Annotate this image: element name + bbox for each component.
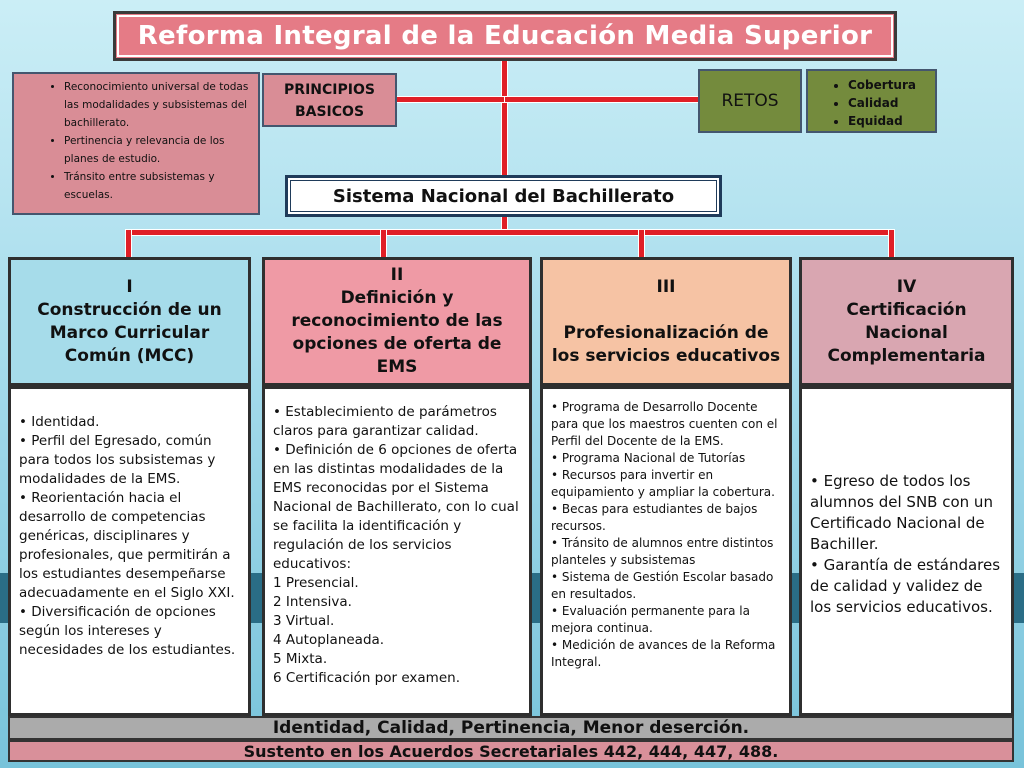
column-item: • Garantía de estándares de calidad y va… — [810, 556, 1001, 616]
snb-box: Sistema Nacional del Bachillerato — [285, 175, 722, 217]
column-item: • Identidad. — [19, 414, 100, 430]
column-body-1: • Identidad. • Perfil del Egresado, comú… — [8, 386, 251, 716]
footer-values: Identidad, Calidad, Pertinencia, Menor d… — [8, 716, 1014, 740]
reto-item: Calidad — [848, 94, 931, 112]
principios-label-line1: PRINCIPIOS — [284, 82, 375, 98]
column-title: Definición y reconocimiento de las opcio… — [291, 288, 503, 377]
column-title: Certificación Nacional Complementaria — [827, 299, 986, 366]
column-item: 5 Mixta. — [273, 651, 328, 667]
principios-label-line2: BASICOS — [294, 104, 365, 120]
column-head-3: III Profesionalización de los servicios … — [540, 257, 792, 386]
column-number: III — [656, 276, 676, 297]
column-head-4: IV Certificación Nacional Complementaria — [799, 257, 1014, 386]
column-item: • Egreso de todos los alumnos del SNB co… — [810, 472, 993, 553]
column-item: 3 Virtual. — [273, 613, 335, 629]
column-item: 4 Autoplaneada. — [273, 632, 385, 648]
column-item: • Becas para estudiantes de bajos recurs… — [551, 502, 758, 533]
column-item: 1 Presencial. — [273, 575, 359, 591]
column-title: Profesionalización de los servicios educ… — [551, 322, 781, 366]
column-item: • Programa Nacional de Tutorías — [551, 451, 746, 465]
column-number: I — [126, 276, 133, 297]
connector-horizontal — [126, 230, 894, 235]
column-item: • Sistema de Gestión Escolar basado en r… — [551, 570, 774, 601]
column-item: • Diversificación de opciones según los … — [19, 604, 236, 658]
principio-item: Tránsito entre subsistemas y escuelas. — [64, 168, 250, 204]
retos-box: RETOS — [698, 69, 802, 133]
principio-item: Pertinencia y relevancia de los planes d… — [64, 132, 250, 168]
column-item: • Reorientación hacia el desarrollo de c… — [19, 490, 235, 601]
connector-title-down — [502, 61, 507, 175]
column-item: • Evaluación permanente para la mejora c… — [551, 604, 750, 635]
column-number: II — [390, 265, 404, 285]
retos-list: Cobertura Calidad Equidad — [806, 69, 937, 133]
column-item: • Definición de 6 opciones de oferta en … — [273, 442, 519, 572]
column-number: IV — [896, 276, 917, 297]
footer-sustento: Sustento en los Acuerdos Secretariales 4… — [8, 740, 1014, 762]
connector-col3 — [639, 230, 644, 257]
column-body-4: • Egreso de todos los alumnos del SNB co… — [799, 386, 1014, 716]
principio-item: Reconocimiento universal de todas las mo… — [64, 78, 250, 132]
connector-col2 — [381, 230, 386, 257]
connector-principios — [397, 97, 504, 102]
column-body-2: • Establecimiento de parámetros claros p… — [262, 386, 532, 716]
column-item: 2 Intensiva. — [273, 594, 352, 610]
column-title: Construcción de un Marco Curricular Comú… — [37, 299, 222, 366]
column-body-3: • Programa de Desarrollo Docente para qu… — [540, 386, 792, 716]
connector-col1 — [126, 230, 131, 257]
reto-item: Equidad — [848, 112, 931, 130]
column-item: • Tránsito de alumnos entre distintos pl… — [551, 536, 774, 567]
principios-box: PRINCIPIOS BASICOS — [262, 73, 397, 127]
column-head-1: I Construcción de un Marco Curricular Co… — [8, 257, 251, 386]
column-item: • Medición de avances de la Reforma Inte… — [551, 638, 776, 669]
column-item: 6 Certificación por examen. — [273, 670, 460, 686]
column-item: • Programa de Desarrollo Docente para qu… — [551, 400, 778, 448]
column-head-2: II Definición y reconocimiento de las op… — [262, 257, 532, 386]
connector-col4 — [889, 230, 894, 257]
column-item: • Recursos para invertir en equipamiento… — [551, 468, 775, 499]
column-item: • Perfil del Egresado, común para todos … — [19, 433, 216, 487]
connector-retos — [505, 97, 698, 102]
column-item: • Establecimiento de parámetros claros p… — [273, 404, 497, 439]
principios-list: Reconocimiento universal de todas las mo… — [12, 72, 260, 215]
reto-item: Cobertura — [848, 76, 931, 94]
main-title: Reforma Integral de la Educación Media S… — [113, 11, 897, 61]
connector-snb-down — [502, 217, 507, 232]
